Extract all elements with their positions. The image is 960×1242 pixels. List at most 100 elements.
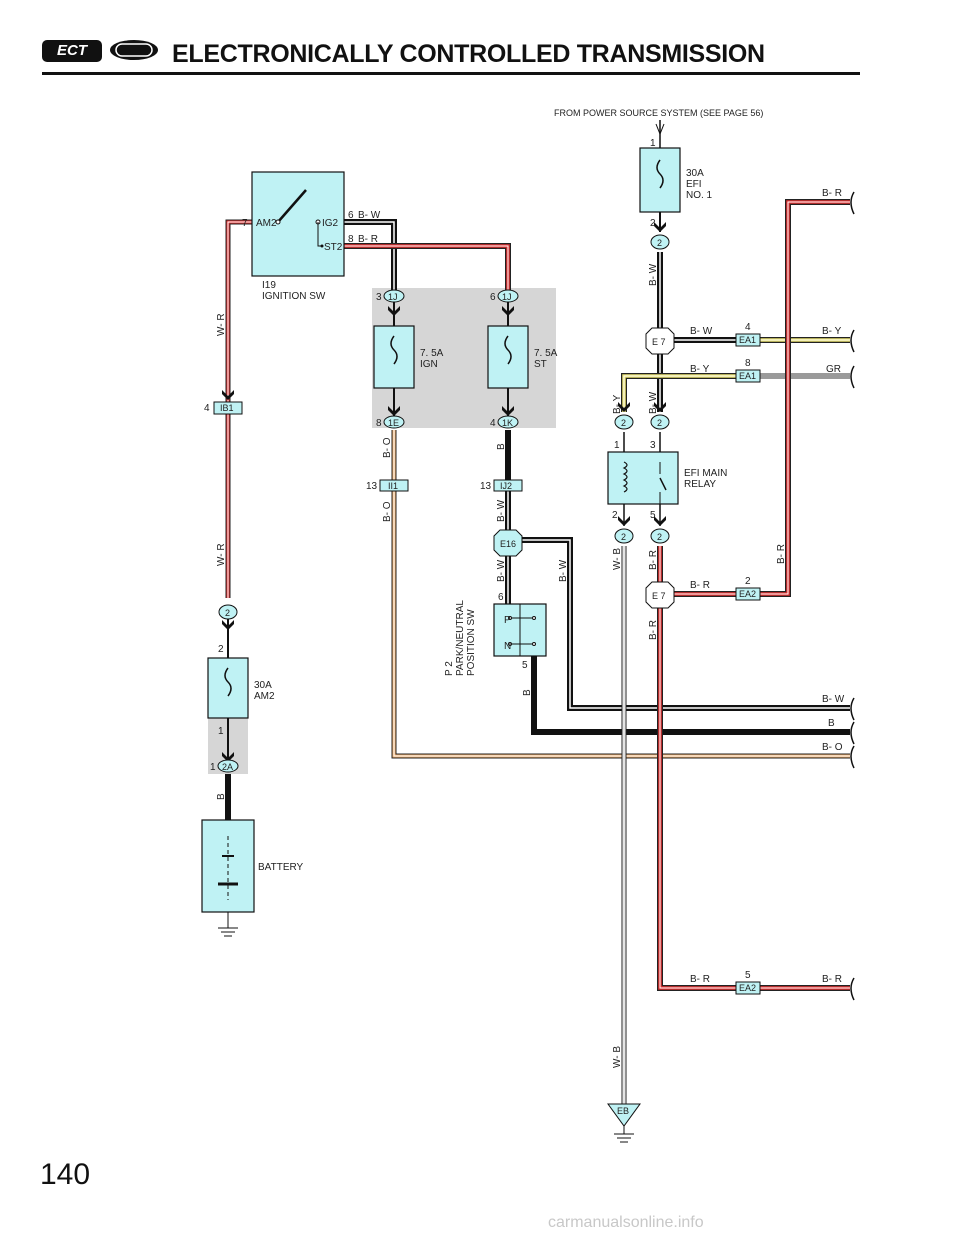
connector-ea1-a-pin: 4: [745, 322, 751, 333]
battery-label: BATTERY: [258, 862, 304, 873]
efi-main-relay: [607, 451, 679, 505]
source-arrow-icon: [655, 123, 665, 136]
fuse-ign-name: IGN: [420, 359, 438, 370]
fuse-st: [487, 325, 529, 389]
page-title: ELECTRONICALLY CONTROLLED TRANSMISSION: [172, 40, 765, 68]
continuation-marks: [850, 191, 855, 1001]
fuse-am2: [207, 657, 249, 719]
relay-pin1: 1: [614, 440, 620, 451]
fuse-ign-rating: 7. 5A: [420, 348, 444, 359]
lbl-bo-1: B- O: [382, 437, 393, 458]
wire-b-y-relay: [621, 373, 736, 412]
connector-ib1-label: IB1: [220, 403, 234, 413]
junction-2-relay-right-label: 2: [657, 418, 662, 428]
connector-ea1-a: [735, 333, 761, 347]
junction-2-relay-left-label: 2: [621, 418, 626, 428]
lbl-bo-right: B- O: [822, 742, 843, 753]
lbl-bo-2: B- O: [382, 501, 393, 522]
pn-id: P 2: [444, 661, 455, 676]
battery: [201, 819, 255, 937]
lbl-b-right: B: [828, 718, 835, 729]
chevrons: [222, 222, 666, 762]
junction-2-relay-right: [650, 414, 670, 430]
lbl-br-top: B- R: [822, 188, 842, 199]
engine-badge-icon: [110, 40, 158, 60]
lbl-b-1k: B: [496, 443, 507, 450]
connector-ea2-a-pin: 2: [745, 576, 751, 587]
connector-ea2-b-pin: 5: [745, 970, 751, 981]
ect-badge: ECT: [42, 40, 102, 62]
pn-name2: POSITION SW: [466, 609, 477, 676]
connector-ea2-b-label: EA2: [739, 983, 756, 993]
st2-label: ST2: [324, 242, 343, 253]
relay-name1: EFI MAIN: [684, 468, 727, 479]
fuse-efi-pin-top: 1: [650, 138, 656, 149]
fuse-am2-pin-top: 2: [218, 644, 224, 655]
ground-eb: [607, 1103, 641, 1143]
connector-ea1-b-pin: 8: [745, 358, 751, 369]
lbl-bw-ea1: B- W: [690, 326, 713, 337]
connector-ij2: [493, 479, 523, 492]
wire-label-br: B- R: [358, 234, 378, 245]
wire-label-bw: B- W: [358, 210, 381, 221]
relay-name2: RELAY: [684, 479, 716, 490]
pn-p: P: [504, 615, 511, 626]
connector-ea1-b-label: EA1: [739, 371, 756, 381]
lbl-br-vertical: B- R: [776, 544, 787, 564]
fuse-efi-name: EFI: [686, 179, 702, 190]
connector-e7-b-label: E 7: [652, 591, 666, 601]
pin-8: 8: [348, 234, 354, 245]
connector-ea2-b: [735, 981, 761, 995]
lbl-br-e7: B- R: [648, 620, 659, 640]
wire-b-w-branch: [508, 537, 850, 711]
page-number: 140: [40, 1158, 91, 1191]
connector-1j-b-pin: 6: [490, 292, 496, 303]
junction-2-below-right-label: 2: [657, 532, 662, 542]
connector-1e-label: 1E: [388, 418, 399, 428]
park-neutral-switch: [493, 603, 547, 657]
junction-2-below-left-label: 2: [621, 532, 626, 542]
watermark: carmanualsonline.info: [548, 1214, 704, 1231]
fuse-am2-rating: 30A: [254, 680, 272, 691]
junction-2-wr: [218, 604, 238, 620]
pn-n: N: [504, 641, 511, 652]
lbl-bw-relay: B- W: [648, 391, 659, 414]
connector-ii1-pin: 13: [366, 481, 378, 492]
connector-1j-a-label: 1J: [388, 292, 398, 302]
connector-e7-a: [645, 327, 675, 355]
connector-1k-pin: 4: [490, 418, 496, 429]
connector-e16-label: E16: [500, 539, 516, 549]
connector-1j-b: [497, 289, 519, 303]
relay-pin5: 5: [650, 510, 656, 521]
wire-w-r: [225, 219, 252, 598]
ignition-sw-id: I19: [262, 280, 276, 291]
ignition-switch: [251, 171, 345, 277]
ignition-sw-name: IGNITION SW: [262, 291, 326, 302]
pin-6: 6: [348, 210, 354, 221]
connector-ea1-a-label: EA1: [739, 335, 756, 345]
connector-ii1: [379, 479, 409, 492]
fuse-st-name: ST: [534, 359, 547, 370]
junction-2-below-right: [650, 528, 670, 544]
wire-b-r-top: [760, 199, 850, 597]
fuse-efi: [639, 147, 681, 213]
wire-b-pn: [531, 656, 850, 735]
vertical-wire-labels: W- R W- R B B- O B- O B B- W B- W B- W B…: [216, 263, 787, 1068]
title-rule: [42, 72, 860, 75]
fuse-efi-rating: 30A: [686, 168, 704, 179]
connector-e16: [493, 529, 523, 557]
lbl-bw-right: B- W: [822, 694, 845, 705]
fuse-efi-sub: NO. 1: [686, 190, 713, 201]
connector-ib1-pin: 4: [204, 403, 210, 414]
lbl-wr-top: W- R: [216, 313, 227, 336]
relay-pin2: 2: [612, 510, 618, 521]
lbl-br-relay: B- R: [648, 550, 659, 570]
lbl-wb-top: W- B: [612, 548, 623, 570]
junction-2-efi: [650, 234, 670, 250]
lbl-br-bottom-r: B- R: [822, 974, 842, 985]
pn-pin6: 6: [498, 592, 504, 603]
wire-b-r-st: [344, 243, 511, 292]
connector-ea2-a: [735, 587, 761, 601]
fuse-ign: [373, 325, 415, 389]
junction-2-below-left: [614, 528, 634, 544]
